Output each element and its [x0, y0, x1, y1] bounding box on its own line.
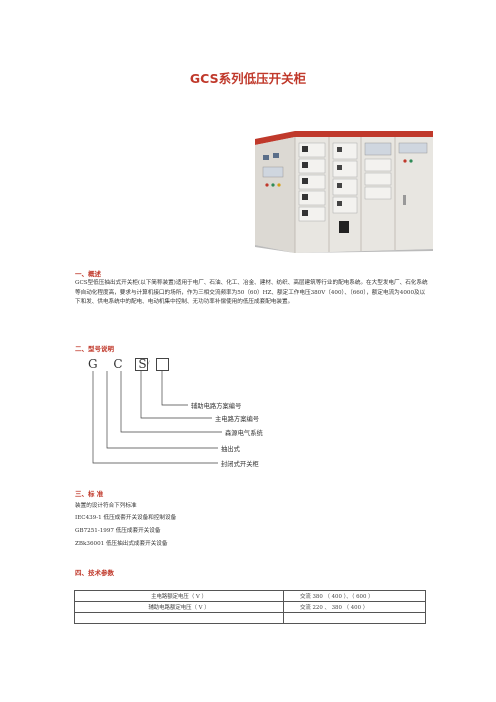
document-title: GCS系列低压开关柜	[189, 71, 307, 86]
model-box-aux	[156, 358, 169, 371]
param-name: 主电路额定电压（ V ）	[74, 590, 284, 602]
standards-intro: 装置的设计符合下列标准	[75, 503, 137, 509]
tech-heading: 四、技术参数	[75, 569, 114, 577]
model-code: G C S	[88, 357, 153, 371]
overview-heading: 一、概述	[75, 270, 101, 278]
overview-text: GCS型低压抽出式开关柜(以下简称装置)适用于电厂、石油、化工、冶金、建材、纺织…	[75, 280, 428, 306]
label-aux-circuit: 辅助电路方案编号	[191, 403, 242, 410]
standard-item: ZBk36001 低压抽出式成套开关设备	[75, 541, 168, 547]
tech-params-table: 主电路额定电压（ V ） 交流 380 （ 400 ）、（ 600 ） 辅助电路…	[74, 590, 426, 624]
table-row: 主电路额定电压（ V ） 交流 380 （ 400 ）、（ 600 ）	[74, 590, 426, 602]
label-system: 森源电气系统	[225, 430, 263, 437]
param-name: 辅助电路额定电压（ V ）	[74, 601, 284, 613]
box-separator-mark: /	[148, 360, 150, 366]
label-enclosed: 封闭式开关柜	[221, 461, 259, 468]
table-row	[74, 612, 426, 624]
param-name-empty	[74, 612, 284, 624]
label-main-circuit: 主电路方案编号	[215, 416, 260, 423]
standard-item: GB7251-1997 低压成套开关设备	[75, 528, 161, 534]
model-heading: 二、型号说明	[75, 345, 114, 353]
param-value-empty	[283, 612, 426, 624]
param-value: 交流 220 、 380 （ 400 ）	[283, 601, 426, 613]
model-box-main	[135, 358, 148, 371]
table-row: 辅助电路额定电压（ V ） 交流 220 、 380 （ 400 ）	[74, 601, 426, 613]
standards-heading: 三、标 准	[75, 490, 104, 498]
label-withdrawable: 抽出式	[221, 446, 240, 453]
param-value: 交流 380 （ 400 ）、（ 600 ）	[283, 590, 426, 602]
switchgear-cabinet-image	[255, 131, 433, 253]
standard-item: IEC439-1 低压成套开关设备和控制设备	[75, 515, 177, 521]
